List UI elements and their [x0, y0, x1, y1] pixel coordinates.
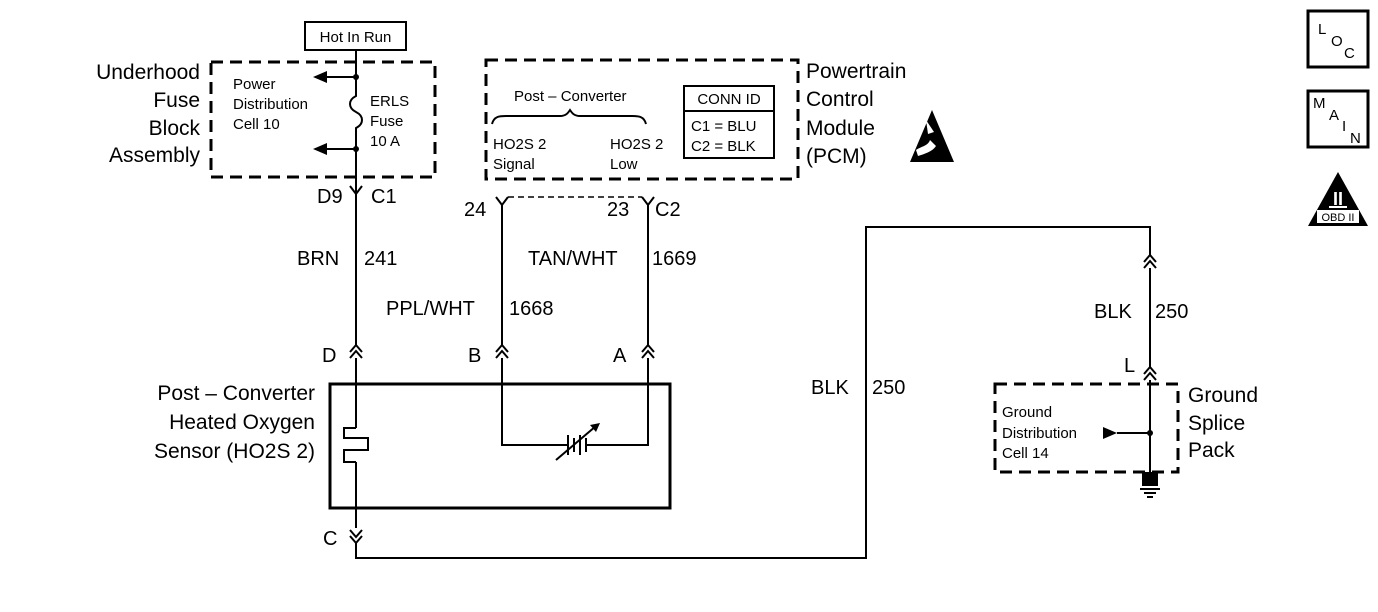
svg-text:N: N	[1350, 130, 1361, 147]
connector-l: L	[1124, 355, 1135, 377]
pcm-name-2: Control	[806, 88, 874, 111]
wire-blk-left-label: BLK	[811, 377, 849, 399]
arrow-right-icon	[1103, 427, 1117, 439]
hot-in-run-text: Hot In Run	[320, 29, 392, 46]
cell-10-line-3: Cell 10	[233, 116, 280, 133]
conn-id-title: CONN ID	[697, 91, 761, 108]
cell-10-line-2: Distribution	[233, 96, 308, 113]
svg-text:OBD II: OBD II	[1321, 212, 1354, 224]
ground-cell-3: Cell 14	[1002, 445, 1049, 462]
svg-text:A: A	[1329, 107, 1339, 124]
wire-tan-wht-label: TAN/WHT	[528, 248, 618, 270]
pcm-low-1: HO2S 2	[610, 136, 663, 153]
pcm-signal-2: Signal	[493, 156, 535, 173]
connector-pin-icon	[349, 529, 363, 545]
ground-splice-outline	[993, 382, 1180, 474]
pcm-signal-1: HO2S 2	[493, 136, 546, 153]
connector-b: B	[468, 345, 481, 367]
fuse-label-3: 10 A	[370, 133, 400, 150]
ground-splice-pack: Ground Distribution Cell 14 Ground Splic…	[993, 380, 1258, 498]
wire-blk-right-circuit: 250	[1155, 301, 1188, 323]
loc-icon[interactable]: L O C	[1306, 9, 1370, 69]
variable-arrow-icon	[590, 423, 600, 432]
connector-c1: C1	[371, 186, 397, 208]
wire-blk-250-ground	[355, 226, 1151, 559]
underhood-fuse-block: Underhood Fuse Block Assembly Power Dist…	[96, 60, 437, 179]
ground-cell-2: Distribution	[1002, 425, 1077, 442]
connector-pin-icon	[641, 343, 655, 359]
conn-id-c2: C2 = BLK	[691, 138, 756, 155]
connector-c2: C2	[655, 199, 681, 221]
ground-icon	[1140, 472, 1160, 498]
sensing-circuit	[501, 358, 649, 446]
connector-d: D	[322, 345, 336, 367]
connector-female-icon	[495, 196, 509, 207]
fuse-block-name-1: Underhood	[96, 61, 200, 84]
ho2s-2-sensor: Post – Converter Heated Oxygen Sensor (H…	[154, 358, 672, 528]
pcm-name-1: Powertrain	[806, 60, 906, 83]
conn-id-box	[683, 85, 775, 159]
connector-pin-icon	[1143, 365, 1157, 381]
fuse-block-name-2: Fuse	[153, 89, 200, 112]
ground-splice-name-2: Splice	[1188, 412, 1245, 435]
ground-splice-name-1: Ground	[1188, 384, 1258, 407]
wire-ppl-wht-circuit: 1668	[509, 298, 554, 320]
svg-text:C: C	[1344, 45, 1355, 62]
sensor-name-2: Heated Oxygen	[169, 411, 315, 434]
heater-element-icon	[343, 427, 369, 463]
cell-10-line-1: Power	[233, 76, 276, 93]
conn-id-c1: C1 = BLU	[691, 118, 756, 135]
svg-text:M: M	[1313, 95, 1326, 112]
connector-pin-icon	[349, 343, 363, 359]
pcm-module: Post – Converter HO2S 2 Signal HO2S 2 Lo…	[484, 58, 954, 181]
pcm-low-2: Low	[610, 156, 638, 173]
hot-in-run-label-box: Hot In Run	[304, 21, 407, 51]
svg-text:L: L	[1318, 21, 1326, 38]
connector-pin-icon	[495, 343, 509, 359]
obd-ii-icon[interactable]: II OBD II	[1308, 172, 1368, 226]
wire-tan-wht-circuit: 1669	[652, 248, 697, 270]
main-icon[interactable]: M A I N	[1306, 89, 1370, 149]
connector-female-icon	[641, 196, 655, 207]
esd-warning-icon	[910, 110, 954, 162]
svg-text:I: I	[1342, 118, 1346, 135]
pcm-post-converter: Post – Converter	[514, 88, 627, 105]
fuse-block-name-3: Block	[149, 117, 201, 140]
wire-blk-left-circuit: 250	[872, 377, 905, 399]
connector-pin-icon	[1143, 253, 1157, 269]
fuse-label-2: Fuse	[370, 113, 403, 130]
svg-text:II: II	[1333, 189, 1343, 209]
fuse-icon	[349, 62, 363, 177]
arrow-left-icon	[313, 143, 327, 155]
connector-c: C	[323, 528, 337, 550]
pin-23: 23	[607, 199, 629, 221]
svg-text:O: O	[1331, 33, 1343, 50]
wire-brn-circuit: 241	[364, 248, 397, 270]
pcm-group-brace	[491, 108, 647, 125]
fuse-label-1: ERLS	[370, 93, 409, 110]
ground-splice-name-3: Pack	[1188, 439, 1235, 462]
pcm-name-4: (PCM)	[806, 145, 867, 168]
wire-brn-label: BRN	[297, 248, 339, 270]
wire-ppl-wht-label: PPL/WHT	[386, 298, 475, 320]
wire-blk-right-label: BLK	[1094, 301, 1132, 323]
fuse-block-name-4: Assembly	[109, 144, 201, 167]
connector-d9: D9	[317, 186, 343, 208]
ground-cell-1: Ground	[1002, 404, 1052, 421]
sensor-name-1: Post – Converter	[157, 382, 315, 405]
sensor-name-3: Sensor (HO2S 2)	[154, 440, 315, 463]
connector-a: A	[613, 345, 627, 367]
sensor-outline	[328, 382, 672, 510]
arrow-left-icon	[313, 71, 327, 83]
variable-arrow-line	[555, 425, 597, 461]
pcm-outline	[484, 58, 800, 181]
pcm-name-3: Module	[806, 117, 875, 140]
pin-24: 24	[464, 199, 486, 221]
